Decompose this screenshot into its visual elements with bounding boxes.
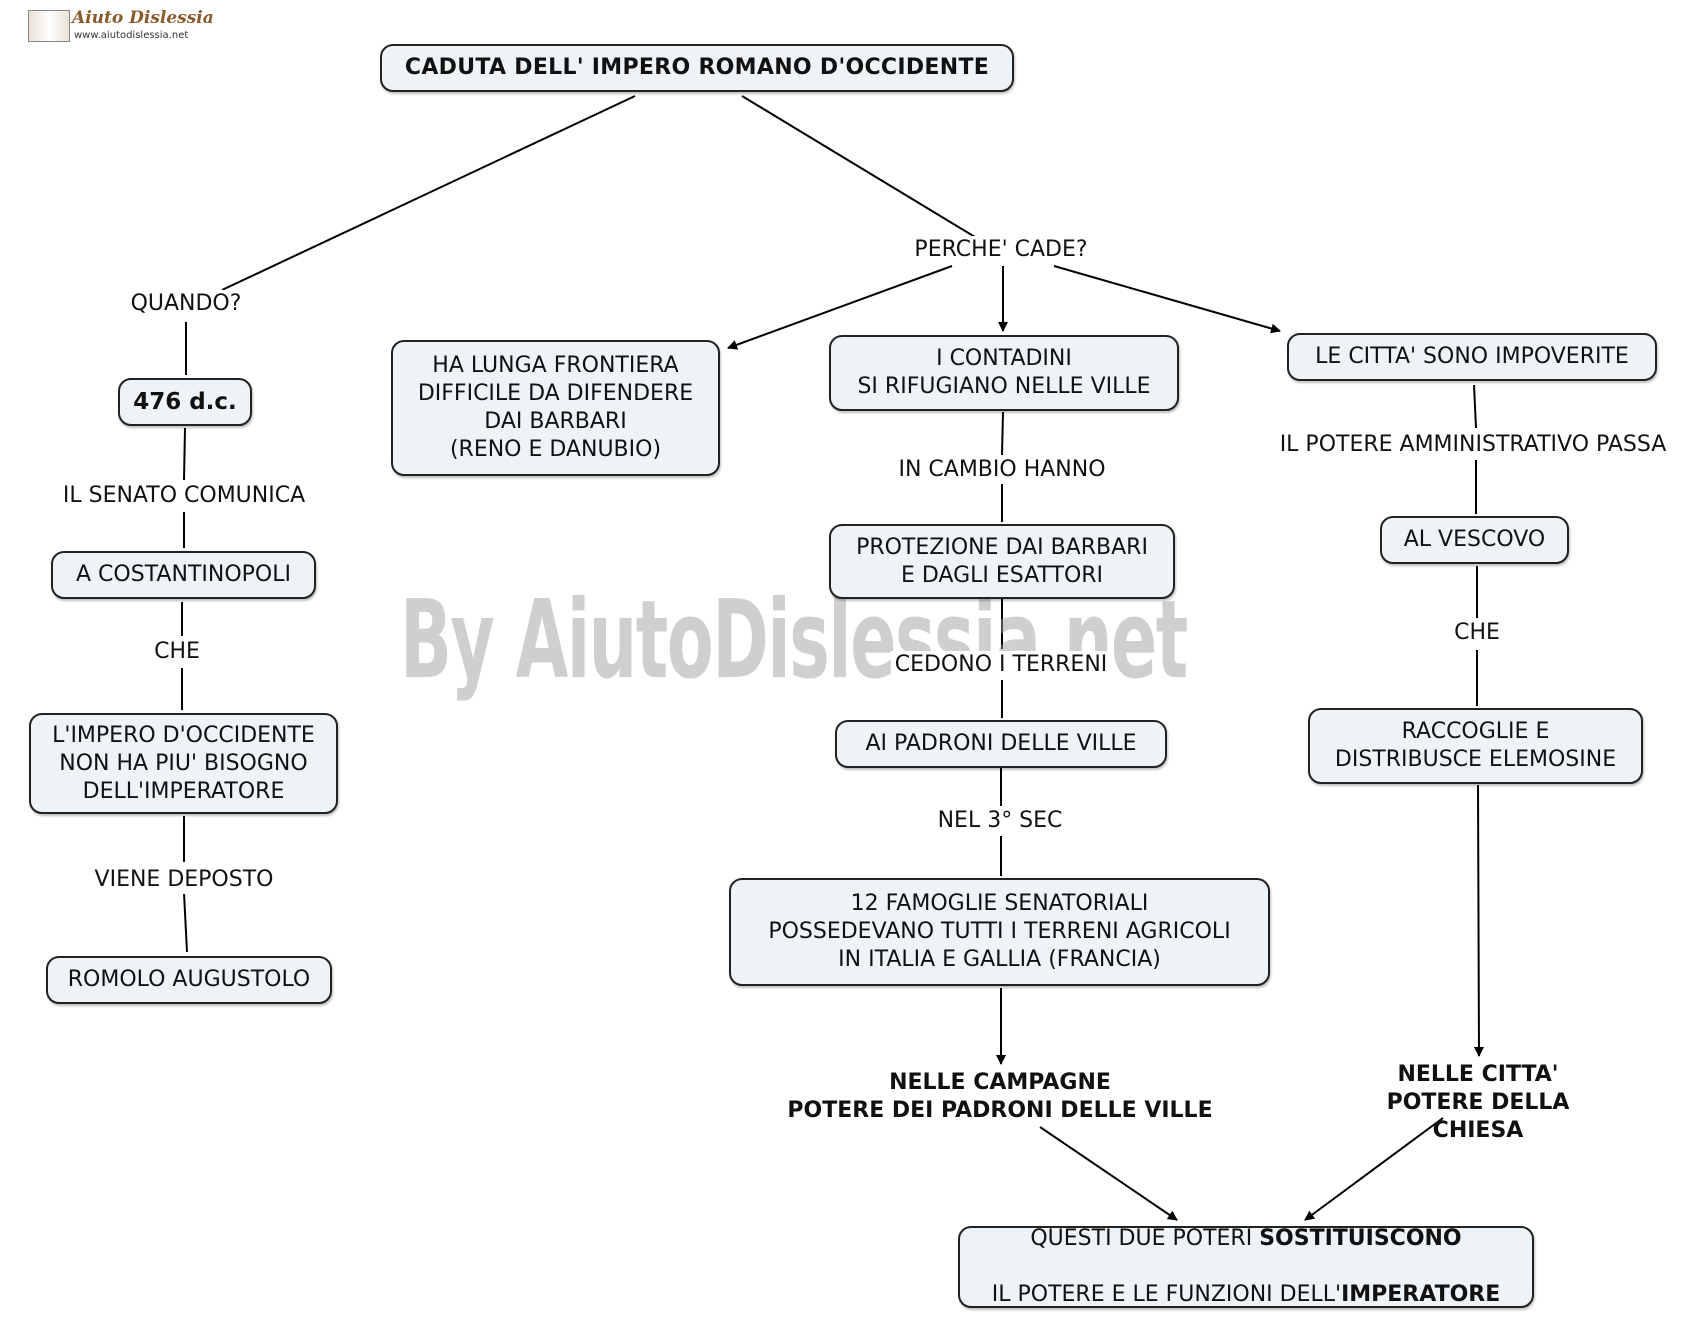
link-senato: IL SENATO COMUNICA (58, 482, 310, 510)
arrow-campagne-final (1039, 1126, 1178, 1221)
arrow-perche-frontiera (727, 265, 953, 350)
link-perche: PERCHE' CADE? (910, 236, 1092, 264)
contadini-node: I CONTADINI SI RIFUGIANO NELLE VILLE (829, 335, 1179, 411)
year-node: 476 d.c. (118, 378, 252, 426)
line-contadini-cambio (1001, 411, 1004, 456)
logo-title: Aiuto Dislessia (72, 8, 214, 28)
arrow-perche-citta (1053, 265, 1281, 334)
link-che-left: CHE (150, 638, 204, 666)
site-logo: Aiuto Dislessia www.aiutodislessia.net (28, 8, 214, 44)
line-year-senato (183, 427, 186, 481)
campagne-text: NELLE CAMPAGNE POTERE DEI PADRONI DELLE … (787, 1070, 1213, 1123)
final-line-2: IL POTERE E LE FUNZIONI DELL'IMPERATORE (991, 1282, 1501, 1307)
link-in-cambio: IN CAMBIO HANNO (894, 456, 1110, 484)
impero-occidente-node: L'IMPERO D'OCCIDENTE NON HA PIU' BISOGNO… (29, 713, 338, 814)
line-root-quando (221, 95, 636, 291)
line-citta-potere (1473, 384, 1477, 429)
vescovo-node: AL VESCOVO (1380, 516, 1569, 564)
protezione-node: PROTEZIONE DAI BARBARI E DAGLI ESATTORI (829, 524, 1175, 599)
link-quando: QUANDO? (126, 290, 246, 318)
link-che-right: CHE (1450, 619, 1504, 647)
citta-chiesa-text: NELLE CITTA' POTERE DELLA CHIESA (1386, 1062, 1570, 1143)
line-deposto-romolo (183, 892, 188, 953)
arrow-chiesa-final (1304, 1117, 1444, 1221)
line-root-perche (741, 95, 976, 238)
citta-impoverite-node: LE CITTA' SONO IMPOVERITE (1287, 333, 1657, 381)
root-node: CADUTA DELL' IMPERO ROMANO D'OCCIDENTE (380, 44, 1014, 92)
book-icon (28, 10, 70, 42)
final-line-1: QUESTI DUE POTERI SOSTITUISCONO (1030, 1226, 1462, 1251)
costantinopoli-node: A COSTANTINOPOLI (51, 551, 316, 599)
padroni-ville-node: AI PADRONI DELLE VILLE (835, 720, 1167, 768)
link-nel-sec: NEL 3° SEC (933, 807, 1067, 835)
link-cedono: CEDONO I TERRENI (890, 651, 1112, 679)
link-deposto: VIENE DEPOSTO (90, 866, 278, 894)
elemosine-node: RACCOGLIE E DISTRIBUSCE ELEMOSINE (1308, 708, 1643, 784)
arrow-elemosine-citta (1473, 784, 1484, 1057)
final-node: QUESTI DUE POTERI SOSTITUISCONO IL POTER… (958, 1226, 1534, 1308)
logo-url: www.aiutodislessia.net (74, 30, 189, 41)
famiglie-node: 12 FAMOGLIE SENATORIALI POSSEDEVANO TUTT… (729, 878, 1270, 986)
romolo-node: ROMOLO AUGUSTOLO (46, 956, 332, 1004)
link-potere-amm: IL POTERE AMMINISTRATIVO PASSA (1275, 431, 1671, 459)
frontiera-node: HA LUNGA FRONTIERA DIFFICILE DA DIFENDER… (391, 340, 720, 476)
